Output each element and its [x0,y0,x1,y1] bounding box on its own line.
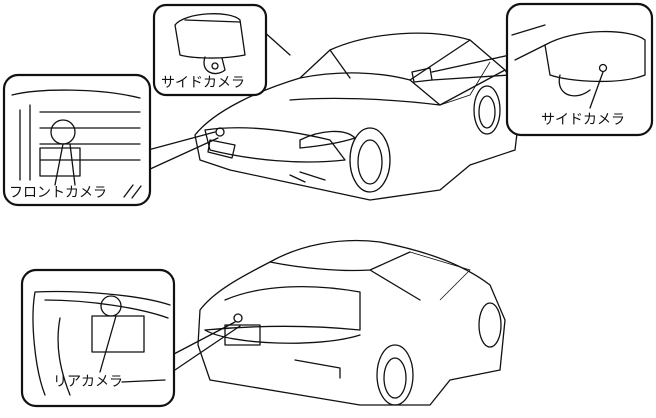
leader-front [147,131,219,171]
label-rear-camera: リアカメラ [53,374,123,390]
callout-front-camera: フロントカメラ [2,73,152,207]
callout-side-camera-right: サイドカメラ [505,2,654,137]
label-front-camera: フロントカメラ [9,185,107,201]
callout-side-camera-left: サイドカメラ [152,3,268,97]
rear-car-illustration [197,239,506,406]
callout-rear-camera: リアカメラ [20,268,176,408]
label-side-camera-left: サイドカメラ [161,75,245,91]
label-side-camera-right: サイドカメラ [541,112,625,128]
leader-side-right [431,54,511,81]
leader-rear [171,321,241,373]
